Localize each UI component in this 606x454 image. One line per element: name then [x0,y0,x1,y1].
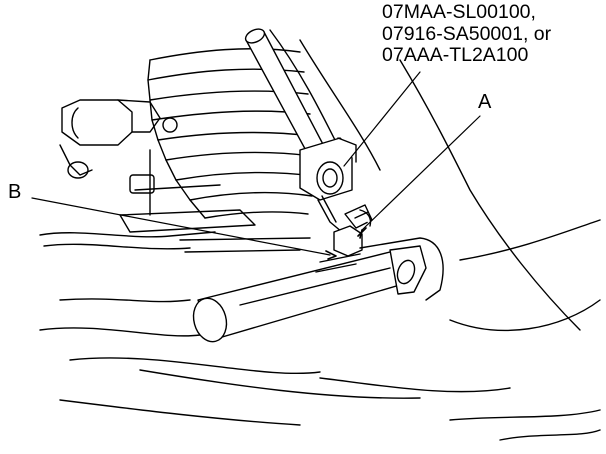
tool-socket [299,137,357,233]
link-nut [333,204,373,257]
lower-arm [192,245,427,343]
leader-tool [343,71,421,167]
left-bracket [59,99,178,179]
tool-part-number-2: 07916-SA50001, or [382,22,552,45]
extension-bar [244,28,327,159]
leader-a [361,115,481,231]
tool-part-number-label: 07MAA-SL00100, 07916-SA50001, or 07AAA-T… [382,1,552,67]
callout-a-label: A [478,91,492,113]
leader-b [31,197,331,256]
callout-b-label: B [8,181,22,203]
leader-lines [31,71,481,260]
tool-part-number-1: 07MAA-SL00100, [382,1,536,23]
chassis-outline [39,29,601,441]
arm-bracket [315,237,444,301]
tool-part-number-3: 07AAA-TL2A100 [382,44,529,66]
coil-spring [147,48,315,219]
